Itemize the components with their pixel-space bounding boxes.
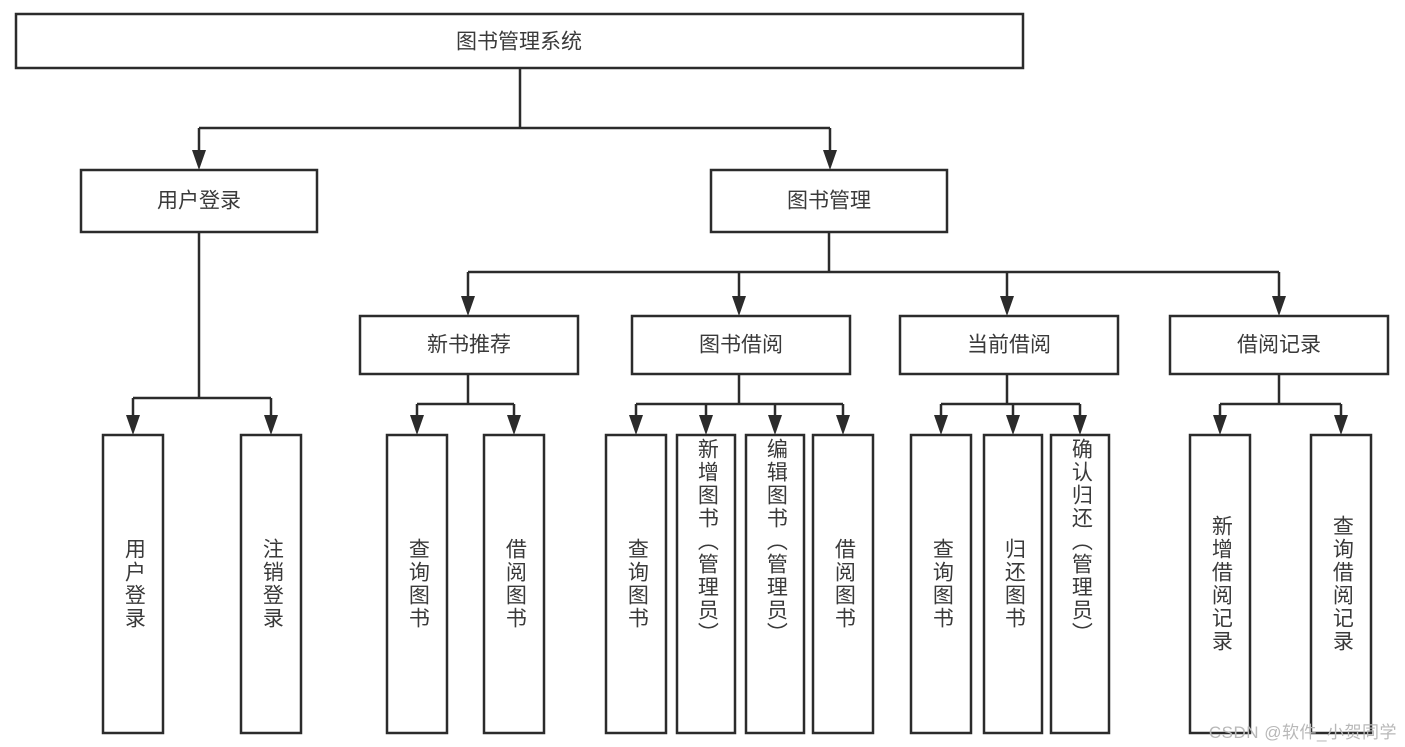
leaf-box-return-book[interactable] [982,433,1044,735]
arrow-nbr-to-leaf2-icon [507,415,521,435]
leaf-box-confirm-return[interactable] [1049,433,1111,735]
connector-group-user-login [126,232,278,435]
node-current-borrow-label: 当前借阅 [967,334,1051,357]
leaf-box-query-record[interactable] [1309,433,1373,735]
node-new-book-rec[interactable]: 新书推荐 [358,314,580,376]
leaf-box-add-book[interactable] [675,433,737,735]
arrow-bm-to-book-borrow-icon [732,296,746,316]
node-borrow-record-box[interactable] [1168,314,1390,376]
node-book-borrow-box[interactable] [630,314,852,376]
node-borrow-record[interactable]: 借阅记录 [1168,314,1390,376]
csdn-watermark: CSDN @软件_小贺同学 [1208,723,1397,742]
node-current-borrow[interactable]: 当前借阅 [898,314,1120,376]
connector-group-book-manage [461,232,1286,316]
leaf-box-borrow-book-rec[interactable] [482,433,546,735]
node-root[interactable]: 图书管理系统 [14,12,1025,70]
leaf-box-query-book-cur[interactable] [909,433,973,735]
leaf-box-add-record[interactable] [1188,433,1252,735]
arrow-ul-to-leaf2-icon [264,415,278,435]
arrow-bm-to-current-borrow-icon [1000,296,1014,316]
node-borrow-record-label: 借阅记录 [1237,334,1321,357]
leaf-box-query-book-brw[interactable] [604,433,668,735]
node-user-login[interactable]: 用户登录 [79,168,319,234]
arrow-bb-to-leaf1-icon [629,415,643,435]
arrow-nbr-to-leaf1-icon [410,415,424,435]
leaf-box-query-book-rec[interactable] [385,433,449,735]
leaf-box-edit-book[interactable] [744,433,806,735]
node-book-borrow-label: 图书借阅 [699,334,783,357]
arrow-cb-to-leaf2-icon [1006,415,1020,435]
arrow-root-to-book-manage-icon [823,150,837,170]
node-book-borrow[interactable]: 图书借阅 [630,314,852,376]
arrow-bm-to-new-book-rec-icon [461,296,475,316]
arrow-bb-to-leaf3-icon [768,415,782,435]
connector-group-borrow-record [1213,374,1348,435]
connector-group-root [192,68,837,170]
node-new-book-rec-box[interactable] [358,314,580,376]
leaf-box-user-logout[interactable] [239,433,303,735]
node-book-manage-box[interactable] [709,168,949,234]
node-root-label: 图书管理系统 [456,31,582,54]
arrow-ul-to-leaf1-icon [126,415,140,435]
connector-group-book-borrow [629,374,850,435]
connector-group-current-borrow [934,374,1087,435]
node-book-manage[interactable]: 图书管理 [709,168,949,234]
arrow-br-to-leaf1-icon [1213,415,1227,435]
arrow-cb-to-leaf1-icon [934,415,948,435]
arrow-cb-to-leaf3-icon [1073,415,1087,435]
arrow-bb-to-leaf4-icon [836,415,850,435]
arrow-root-to-user-login-icon [192,150,206,170]
arrow-bb-to-leaf2-icon [699,415,713,435]
leaf-box-borrow-book-brw[interactable] [811,433,875,735]
node-root-box[interactable] [14,12,1025,70]
node-new-book-rec-label: 新书推荐 [427,334,511,357]
node-user-login-box[interactable] [79,168,319,234]
arrow-bm-to-borrow-record-icon [1272,296,1286,316]
leaf-box-user-login[interactable] [101,433,165,735]
arrow-br-to-leaf2-icon [1334,415,1348,435]
node-book-manage-label: 图书管理 [787,190,871,213]
node-current-borrow-box[interactable] [898,314,1120,376]
connector-group-new-book-rec [410,374,521,435]
node-user-login-label: 用户登录 [157,190,241,213]
